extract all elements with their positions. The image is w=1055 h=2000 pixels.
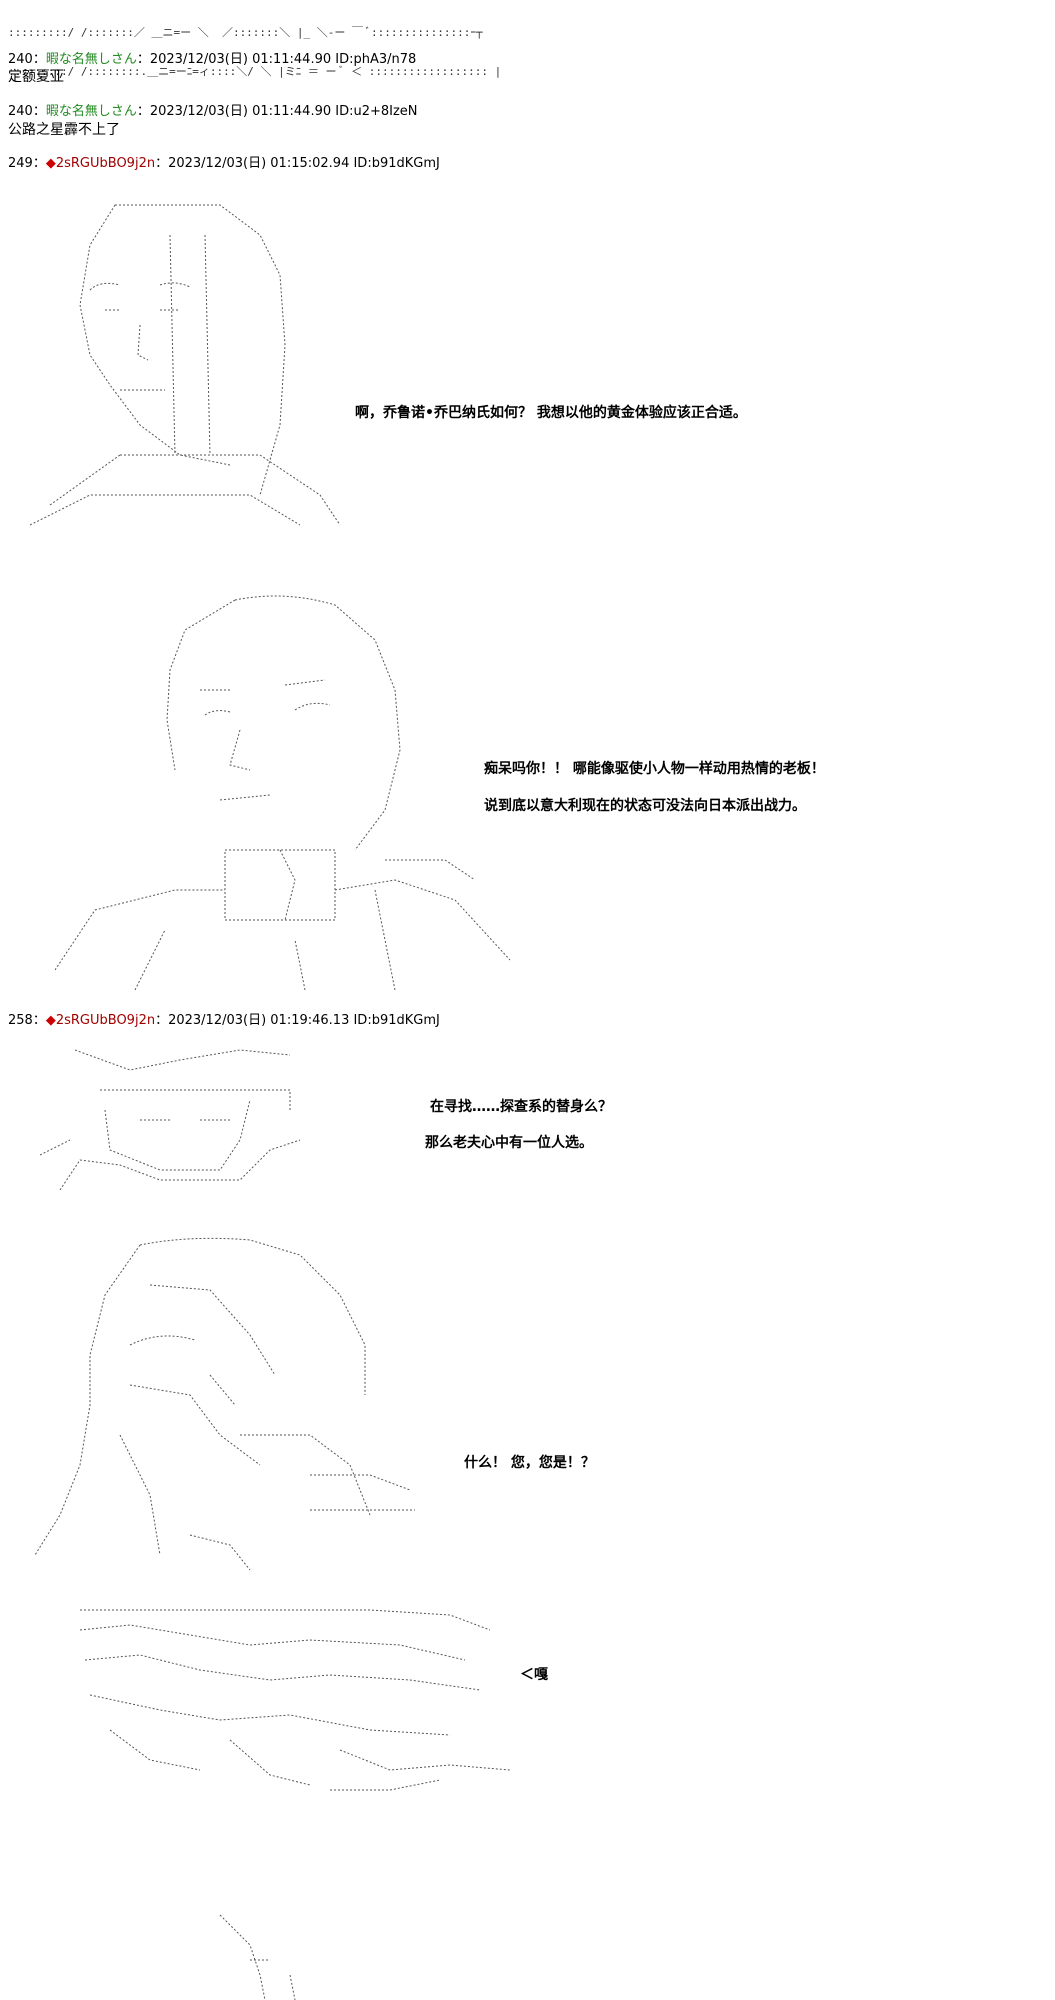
poster-name[interactable]: 2sRGUbBO9j2n xyxy=(55,1013,156,1028)
post-header: 240：暇な名無しさん：2023/12/03(日) 01:11:44.90 ID… xyxy=(8,52,417,67)
post-date: ：2023/12/03(日) 01:11:44.90 ID:u2+8IzeN xyxy=(136,104,418,119)
post-header: 258：◆2sRGUbBO9j2n：2023/12/03(日) 01:19:46… xyxy=(8,1013,440,1028)
ascii-art-figure-man-tie xyxy=(55,595,511,991)
post-number: 240 xyxy=(8,104,33,119)
dialog-line: 啊，乔鲁诺•乔巴纳氏如何？ 我想以他的黄金体验应该正合适。 xyxy=(355,405,747,421)
trip-diamond-icon: ◆ xyxy=(45,1013,56,1028)
post-header: 240：暇な名無しさん：2023/12/03(日) 01:11:44.90 ID… xyxy=(8,104,418,119)
post-body: 定额夏亚 xyxy=(8,69,64,85)
dialog-line: 痴呆吗你！！ 哪能像驱使小人物一样动用热情的老板！ xyxy=(484,761,825,777)
ascii-art-figure-bottom xyxy=(219,1914,296,2000)
post-header: 249：◆2sRGUbBO9j2n：2023/12/03(日) 01:15:02… xyxy=(8,156,440,171)
post-number: 249 xyxy=(8,156,33,171)
trip-diamond-icon: ◆ xyxy=(45,156,56,171)
poster-name[interactable]: 2sRGUbBO9j2n xyxy=(55,156,156,171)
ascii-art-figure-action xyxy=(79,1609,511,1791)
ascii-art-line: :::::::::/ /::::::::.＿ニ=ーﾆ=ィ::::＼/ ＼ |ミﾆ… xyxy=(8,65,502,78)
post-date: ：2023/12/03(日) 01:19:46.13 ID:b91dKGmJ xyxy=(155,1013,440,1028)
ascii-art-line: :::::::::/ /:::::::／ ＿ニ=ー ＼ ／:::::::＼ |_… xyxy=(8,26,483,39)
dialog-line: ＜嘎 xyxy=(520,1667,548,1683)
ascii-art-top: :::::::::/ /:::::::／ ＿ニ=ー ＼ ／:::::::＼ |_… xyxy=(8,0,501,91)
dialog-line: 在寻找……探查系的替身么？ xyxy=(430,1099,612,1115)
post-number: 258 xyxy=(8,1013,33,1028)
ascii-art-figure-old-man xyxy=(40,1049,301,1190)
ascii-art-figure-hooded xyxy=(34,1237,415,1571)
poster-name[interactable]: 暇な名無しさん xyxy=(45,52,137,67)
post-date: ：2023/12/03(日) 01:11:44.90 ID:phA3/n78 xyxy=(136,52,417,67)
post-date: ：2023/12/03(日) 01:15:02.94 ID:b91dKGmJ xyxy=(155,156,440,171)
dialog-line: 说到底以意大利现在的状态可没法向日本派出战力。 xyxy=(484,798,806,814)
dialog-line: 那么老夫心中有一位人选。 xyxy=(425,1135,593,1151)
poster-name[interactable]: 暇な名無しさん xyxy=(45,104,137,119)
post-number: 240 xyxy=(8,52,33,67)
ascii-art-figure-bald-man xyxy=(30,204,341,526)
dialog-line: 什么！ 您，您是！？ xyxy=(464,1455,595,1471)
post-body: 公路之星霹不上了 xyxy=(8,122,120,138)
